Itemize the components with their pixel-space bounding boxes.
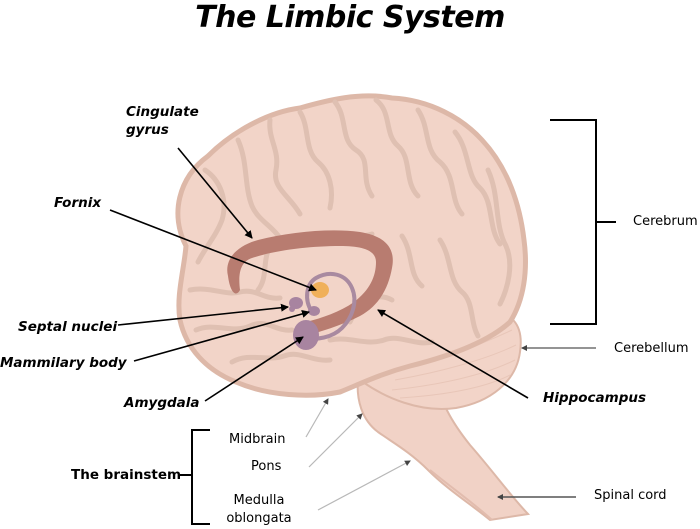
- label-cingulate-gyrus-line1: Cingulate: [126, 104, 199, 120]
- label-mammillary-body: Mammilary body: [0, 355, 127, 371]
- fornix-core-shape: [311, 282, 329, 298]
- pointer-amygdala: [204, 336, 304, 402]
- pointer-septal-nuclei: [117, 303, 289, 326]
- label-spinal-cord: Spinal cord: [594, 488, 667, 503]
- pointer-medulla: [317, 460, 411, 511]
- label-brainstem: The brainstem: [71, 467, 182, 483]
- label-hippocampus: Hippocampus: [543, 390, 647, 406]
- cerebrum-bracket: [550, 119, 616, 325]
- amygdala-shape: [293, 320, 319, 350]
- brainstem-shape: [356, 377, 531, 522]
- label-medulla-line2: oblongata: [226, 511, 292, 526]
- diagram-title: The Limbic System: [195, 0, 505, 35]
- label-cerebrum: Cerebrum: [633, 214, 698, 229]
- label-medulla-oblongata: Medulla oblongata: [222, 492, 296, 528]
- label-septal-nuclei: Septal nuclei: [18, 319, 118, 335]
- label-fornix: Fornix: [54, 195, 102, 211]
- mammillary-body-shape: [308, 306, 320, 316]
- pointer-cingulate-gyrus: [177, 147, 253, 239]
- label-pons: Pons: [251, 459, 282, 474]
- label-midbrain: Midbrain: [229, 432, 286, 447]
- septal-nuclei-lobe: [289, 306, 295, 312]
- pointer-midbrain: [305, 398, 329, 438]
- pointer-fornix: [109, 209, 317, 292]
- label-amygdala: Amygdala: [124, 395, 200, 411]
- septal-nuclei-shape: [289, 297, 303, 309]
- label-medulla-line1: Medulla: [233, 493, 285, 508]
- pointer-mammillary-body: [133, 310, 310, 362]
- pointer-pons: [308, 413, 363, 468]
- label-cingulate-gyrus-line2: gyrus: [126, 122, 169, 138]
- brainstem-bracket: [180, 429, 210, 525]
- spinal-cord-edge: [429, 469, 493, 521]
- pointer-hippocampus: [377, 309, 529, 399]
- label-cerebellum: Cerebellum: [614, 341, 689, 356]
- label-cingulate-gyrus: Cingulate gyrus: [126, 103, 199, 139]
